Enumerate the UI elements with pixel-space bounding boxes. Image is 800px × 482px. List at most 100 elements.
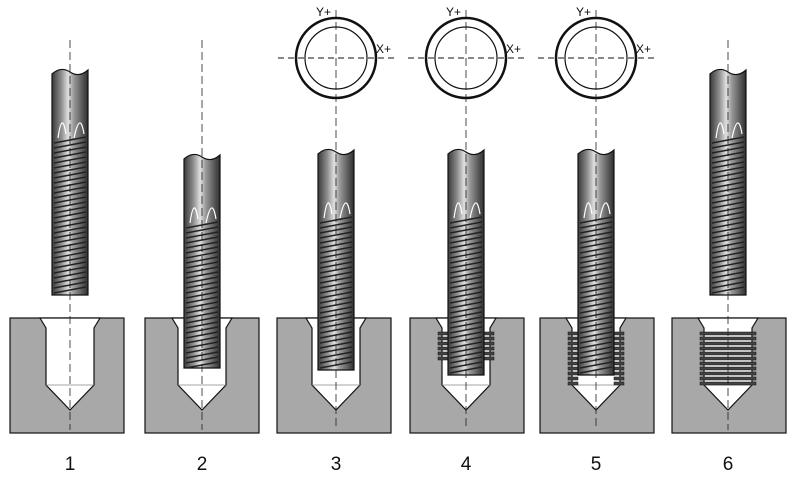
tool-thread-tooth (53, 261, 87, 269)
thread-groove-right (613, 381, 625, 386)
tool-thread-tooth (449, 316, 483, 324)
x-axis-label: X+ (376, 42, 391, 56)
tool-flute (57, 122, 67, 139)
tool-thread-tooth (449, 221, 483, 229)
tool-thread-tooth (711, 141, 745, 149)
tool-thread-tooth (185, 226, 219, 234)
step-6 (671, 40, 787, 434)
tool-thread-tooth (579, 281, 613, 289)
tool-thread-tooth (449, 281, 483, 289)
thread-groove-right (483, 356, 495, 361)
thread-groove-left (567, 371, 579, 376)
tool-flute (583, 202, 593, 219)
thread-groove-left (567, 381, 579, 386)
tool-thread-tooth (579, 291, 613, 299)
tool-thread-tooth (53, 286, 87, 294)
thread-groove-left (567, 361, 579, 366)
tool-thread-tooth (579, 341, 613, 349)
tool-thread-tooth (711, 251, 745, 259)
tool-thread-tooth (449, 341, 483, 349)
tool-flute (599, 202, 611, 219)
thread-groove-left (567, 346, 579, 351)
tool-thread-tooth (711, 191, 745, 199)
tool-thread-tooth (579, 316, 613, 324)
y-axis-label: Y+ (576, 5, 591, 19)
thread-groove-left (437, 336, 449, 341)
y-axis-label: Y+ (316, 5, 331, 19)
tool-thread-tooth (185, 311, 219, 319)
tool-thread-tooth (319, 341, 353, 349)
tool-flute (339, 202, 351, 219)
thread-groove-left (567, 341, 579, 346)
tool-thread-tooth (319, 256, 353, 264)
x-axis-label: X+ (506, 42, 521, 56)
thread-groove-right (613, 341, 625, 346)
thread-groove-right (483, 346, 495, 351)
tool-thread-tooth (319, 231, 353, 239)
tool-thread-tooth (53, 141, 87, 149)
thread-groove-right (613, 371, 625, 376)
tool-thread-tooth (579, 256, 613, 264)
thread-groove-right (483, 331, 495, 336)
thread-groove-right (613, 331, 625, 336)
tool-flute (715, 122, 725, 139)
tool-flute (189, 207, 199, 224)
tool-flute (453, 202, 463, 219)
thread-groove-right (613, 366, 625, 371)
thread-groove-right (483, 341, 495, 346)
tool-thread-tooth (319, 316, 353, 324)
step-4: Y+X+ (408, 5, 525, 434)
thread-groove-left (437, 356, 449, 361)
tool-thread-tooth (53, 191, 87, 199)
thread-groove-left (567, 356, 579, 361)
step-5: Y+ X+ (538, 5, 655, 434)
thread-groove-right (613, 346, 625, 351)
x-axis-label: X+ (636, 42, 651, 56)
step-3: Y+ X+ (276, 5, 394, 434)
step-label-2: 2 (196, 454, 208, 475)
tool-thread-tooth (449, 231, 483, 239)
tool-flute (469, 202, 481, 219)
thread-groove-left (567, 376, 579, 381)
tool-thread-tooth (185, 251, 219, 259)
tool-thread-tooth (449, 256, 483, 264)
thread-groove-left (437, 341, 449, 346)
step-label-5: 5 (590, 454, 602, 475)
tool-thread-tooth (319, 351, 353, 359)
step-label-3: 3 (330, 454, 342, 475)
tool-path-circle (434, 26, 498, 90)
thread-groove-left (699, 336, 757, 341)
thread-groove-left (567, 351, 579, 356)
thread-groove-right (483, 336, 495, 341)
tool-thread-tooth (579, 351, 613, 359)
tool-flute (731, 122, 743, 139)
tool-thread-tooth (319, 221, 353, 229)
thread-groove-left (437, 331, 449, 336)
tool-thread-tooth (711, 286, 745, 294)
tool-thread-tooth (185, 261, 219, 269)
step-1 (9, 40, 125, 434)
thread-outer-circle (554, 16, 638, 100)
step-label-4: 4 (460, 454, 472, 475)
thread-groove-left (437, 351, 449, 356)
tool-path-circle (304, 26, 368, 90)
thread-groove-right (613, 361, 625, 366)
tool-thread-tooth (185, 321, 219, 329)
tool-thread-tooth (53, 201, 87, 209)
thread-groove-right (613, 356, 625, 361)
tool-thread-tooth (449, 291, 483, 299)
thread-groove-left (567, 336, 579, 341)
tool-thread-tooth (53, 166, 87, 174)
thread-groove-left (567, 331, 579, 336)
thread-groove-right (483, 351, 495, 356)
tool-path-circle (564, 26, 628, 90)
tool-thread-tooth (711, 261, 745, 269)
tool-thread-tooth (53, 251, 87, 259)
thread-outer-circle (294, 16, 378, 100)
thread-groove-left (567, 366, 579, 371)
tool-flute (323, 202, 333, 219)
step-label-6: 6 (722, 454, 734, 475)
thread-outer-circle (424, 16, 508, 100)
tool-thread-tooth (319, 281, 353, 289)
